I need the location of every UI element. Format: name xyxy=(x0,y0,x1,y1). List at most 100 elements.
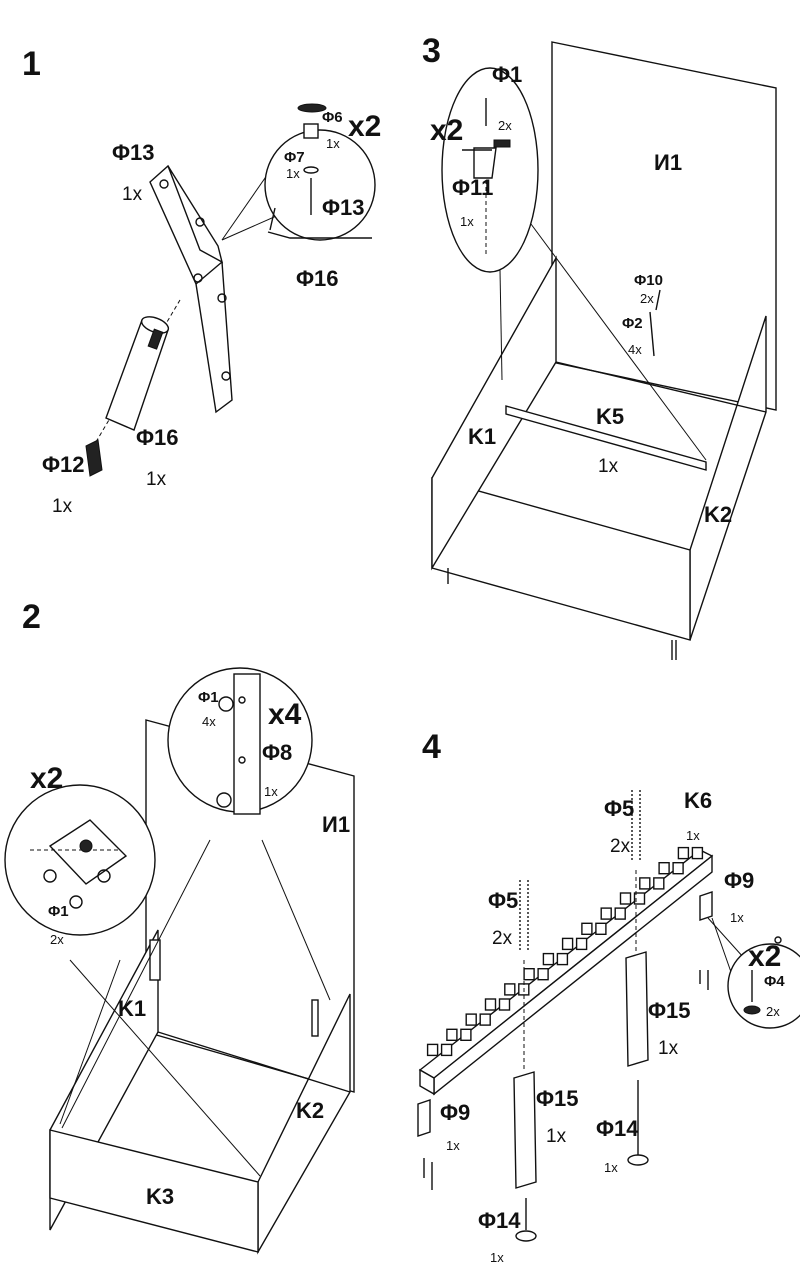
slat-holder xyxy=(523,968,535,981)
label-k2: K2 xyxy=(704,502,732,527)
slat-holder xyxy=(633,892,646,905)
label-f16-qty: 1x xyxy=(146,469,167,490)
zoom-label-f7-qty: 1x xyxy=(286,166,300,181)
label-f10: Φ10 xyxy=(634,272,663,289)
label-f9-left-qty: 1x xyxy=(446,1138,460,1153)
multiplier-left-x2: x2 xyxy=(30,762,63,795)
multiplier-top-x4: x4 xyxy=(268,698,302,731)
label-top-f1: Φ1 xyxy=(198,689,219,706)
label-f9-right-qty: 1x xyxy=(730,910,744,925)
step-2: 2 xyxy=(4,598,355,1255)
label-f13: Φ13 xyxy=(112,140,155,165)
multiplier-x2: x2 xyxy=(430,114,463,147)
front-panel-k3 xyxy=(49,1129,259,1253)
label-k6-qty: 1x xyxy=(686,828,700,843)
label-f10-qty: 2x xyxy=(640,291,654,306)
slat-holder xyxy=(653,877,665,890)
label-f9-right: Φ9 xyxy=(724,868,754,893)
step-2-number: 2 xyxy=(22,598,41,636)
slat-holder xyxy=(484,998,497,1011)
label-f11: Φ11 xyxy=(452,175,493,200)
label-i1: И1 xyxy=(322,812,350,837)
label-f4: Φ4 xyxy=(764,973,785,990)
label-f12-qty: 1x xyxy=(52,496,73,517)
label-f15-left-qty: 1x xyxy=(546,1126,567,1147)
slat-holder xyxy=(479,1013,491,1026)
slat-holder xyxy=(581,922,593,935)
label-f2-qty: 4x xyxy=(628,342,642,357)
label-left-f1-qty: 2x xyxy=(50,932,64,947)
slat-holder xyxy=(460,1028,472,1042)
zoom-bubble-step-3 xyxy=(441,67,539,273)
slat-holder xyxy=(600,907,612,920)
slat-holder xyxy=(561,937,574,951)
label-k2: K2 xyxy=(296,1098,324,1123)
slat-holder xyxy=(677,846,690,860)
slat-holder xyxy=(446,1028,458,1042)
slat-holder xyxy=(556,952,569,966)
label-f11-qty: 1x xyxy=(460,214,474,229)
label-f13-qty: 1x xyxy=(122,184,143,205)
slat-holder xyxy=(537,968,549,981)
label-i1: И1 xyxy=(654,150,682,175)
label-f12: Φ12 xyxy=(42,452,85,477)
slat-holder xyxy=(465,1013,477,1026)
slat-holder xyxy=(614,907,626,920)
label-k6: K6 xyxy=(684,788,712,813)
slat-holder xyxy=(575,937,588,951)
zoom-label-f6-qty: 1x xyxy=(326,136,340,151)
label-f14-right: Φ14 xyxy=(596,1116,639,1141)
step-3-number: 3 xyxy=(422,32,441,70)
label-f1: Φ1 xyxy=(492,62,522,87)
label-f16: Φ16 xyxy=(136,425,179,450)
bracket-f9-right xyxy=(699,891,713,921)
slat-holder xyxy=(691,846,704,860)
label-f14-left: Φ14 xyxy=(478,1208,521,1233)
label-f14-left-qty: 1x xyxy=(490,1250,504,1265)
step-4-number: 4 xyxy=(422,728,441,766)
label-f14-right-qty: 1x xyxy=(604,1160,618,1175)
label-f5-b-qty: 2x xyxy=(610,836,631,857)
multiplier-x2: x2 xyxy=(348,110,381,143)
bracket-f9-left xyxy=(417,1099,431,1137)
zoom-label-f7: Φ7 xyxy=(284,149,305,166)
zoom-bubble-step-2-top xyxy=(167,667,313,815)
label-f15-right: Φ15 xyxy=(648,998,691,1023)
headboard-i1 xyxy=(551,41,777,411)
label-left-f1: Φ1 xyxy=(48,903,69,920)
label-k3: K3 xyxy=(146,1184,174,1209)
slat-holder xyxy=(595,922,607,935)
slat-holder xyxy=(504,983,516,996)
label-f15-left: Φ15 xyxy=(536,1086,579,1111)
zoom-bubble-step-2-left xyxy=(4,784,156,936)
label-k1: K1 xyxy=(118,996,146,1021)
zoom-label-f16: Φ16 xyxy=(296,266,339,291)
label-f2: Φ2 xyxy=(622,315,643,332)
zoom-label-f6: Φ6 xyxy=(322,109,343,126)
label-f15-right-qty: 1x xyxy=(658,1038,679,1059)
slat-holder xyxy=(426,1043,439,1057)
label-k5-qty: 1x xyxy=(598,456,619,477)
slat-holder xyxy=(619,892,632,905)
slat-holder xyxy=(498,998,511,1011)
label-k1: K1 xyxy=(468,424,496,449)
slat-holder xyxy=(542,952,555,966)
bracket-plate-f13 xyxy=(149,164,233,414)
step-1: 1 xyxy=(22,45,381,517)
felt-pad-f12 xyxy=(85,439,103,477)
label-f1-qty: 2x xyxy=(498,118,512,133)
slat-holders xyxy=(426,846,704,1057)
label-f5-a: Φ5 xyxy=(488,888,518,913)
label-f9-left: Φ9 xyxy=(440,1100,470,1125)
slat-k5 xyxy=(505,405,707,471)
multiplier-x2: x2 xyxy=(748,940,781,973)
label-f4-qty: 2x xyxy=(766,1004,780,1019)
slat-holder xyxy=(672,862,684,875)
label-top-f8-qty: 1x xyxy=(264,784,278,799)
zoom-label-f13: Φ13 xyxy=(322,195,365,220)
label-top-f1-qty: 4x xyxy=(202,714,216,729)
step-4: 4 xyxy=(417,728,800,1265)
label-f5-a-qty: 2x xyxy=(492,928,513,949)
step-3: 3 Φ1 2x x2 Φ xyxy=(422,32,777,660)
